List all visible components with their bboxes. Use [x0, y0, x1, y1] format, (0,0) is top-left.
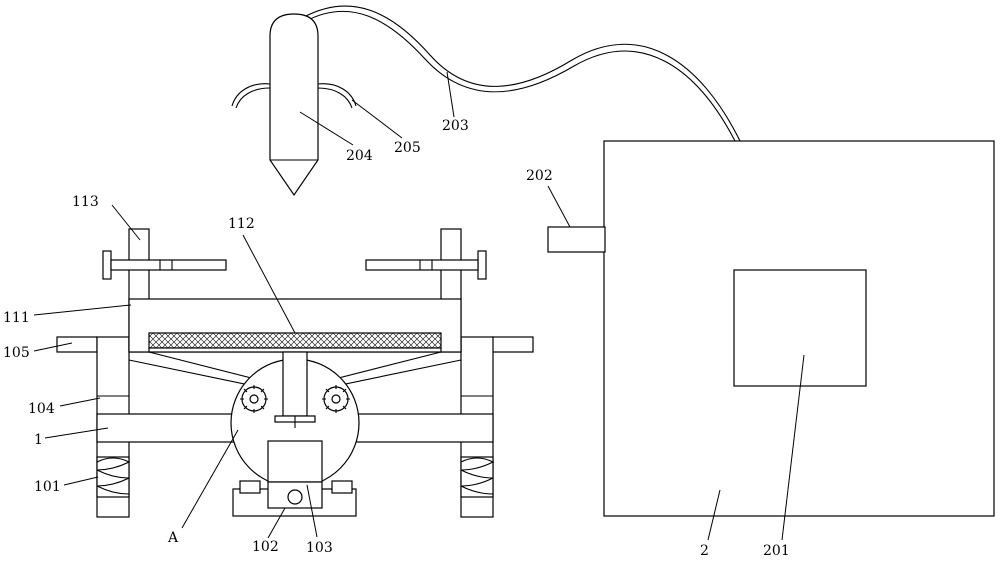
control-box — [547, 140, 995, 517]
label-2: 2 — [700, 543, 709, 559]
label-205: 205 — [394, 140, 421, 156]
label-102: 102 — [252, 539, 279, 555]
label-104: 104 — [28, 401, 55, 417]
cable-inner — [305, 10, 736, 142]
detail-circle-a — [230, 351, 360, 488]
probe-hook-right — [317, 83, 357, 107]
base-block — [232, 480, 357, 517]
probe — [231, 13, 357, 197]
label-105: 105 — [3, 345, 30, 361]
probe-hook-left — [231, 83, 271, 107]
display-window — [733, 269, 867, 387]
label-a: A — [167, 530, 179, 546]
cable — [303, 5, 741, 142]
side-connector — [547, 226, 606, 253]
label-201: 201 — [763, 543, 790, 559]
leader-lines — [33, 71, 805, 541]
label-111: 111 — [3, 310, 30, 326]
label-103: 103 — [306, 540, 333, 556]
label-202: 202 — [526, 168, 553, 184]
label-112: 112 — [228, 216, 255, 232]
mesh-plate — [148, 332, 442, 349]
label-204: 204 — [346, 148, 373, 164]
label-101: 101 — [34, 479, 61, 495]
label-1: 1 — [34, 432, 43, 448]
clamp-screws — [102, 250, 487, 280]
hopper — [128, 351, 462, 393]
label-203: 203 — [442, 118, 469, 134]
label-113: 113 — [72, 194, 99, 210]
